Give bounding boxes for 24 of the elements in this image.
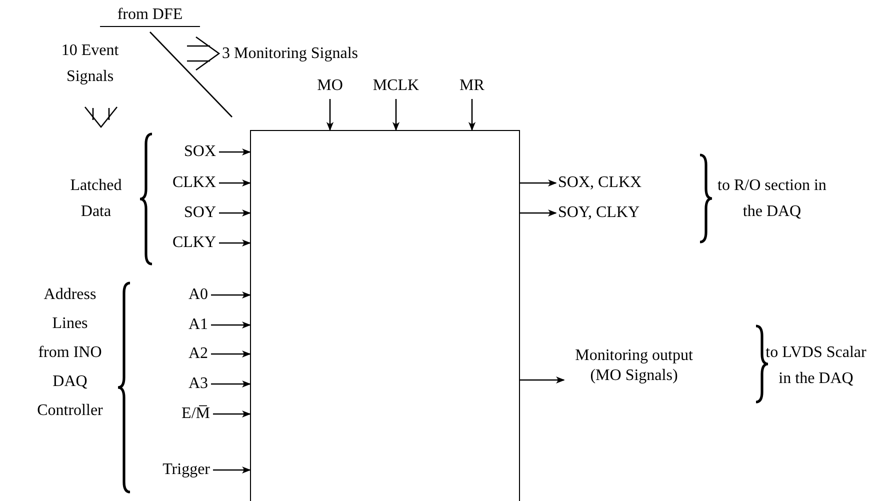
signal-label: CLKY <box>150 233 216 253</box>
signal-label: SOY, CLKY <box>558 203 700 223</box>
signal-label: E/M̅ <box>166 404 210 424</box>
signal-label: A3 <box>176 374 208 394</box>
signal-label: SOX <box>168 142 216 162</box>
signal-label: SOY <box>168 203 216 223</box>
signal-group-label: 3 Monitoring Signals <box>222 44 360 64</box>
bracket-label: Latched Data <box>69 176 123 222</box>
signal-label: MR <box>456 76 488 96</box>
signal-label: A0 <box>176 285 208 305</box>
signal-label: A2 <box>176 344 208 364</box>
bracket-label: to LVDS Scalar in the DAQ <box>764 343 868 389</box>
signal-label: SOX, CLKX <box>558 173 700 193</box>
signal-label: CLKX <box>150 173 216 193</box>
bracket-label: Address Lines from INO DAQ Controller <box>36 285 104 421</box>
block-box <box>250 130 520 501</box>
signal-label: Trigger <box>134 460 210 480</box>
signal-label: A1 <box>176 315 208 335</box>
signal-label: MCLK <box>372 76 420 96</box>
source-label: from DFE <box>100 4 200 27</box>
signal-group-label: 10 Event Signals <box>60 41 120 87</box>
bracket-label: to R/O section in the DAQ <box>716 176 828 222</box>
signal-label: Monitoring output (MO Signals) <box>566 346 702 390</box>
signal-label: MO <box>312 76 348 96</box>
